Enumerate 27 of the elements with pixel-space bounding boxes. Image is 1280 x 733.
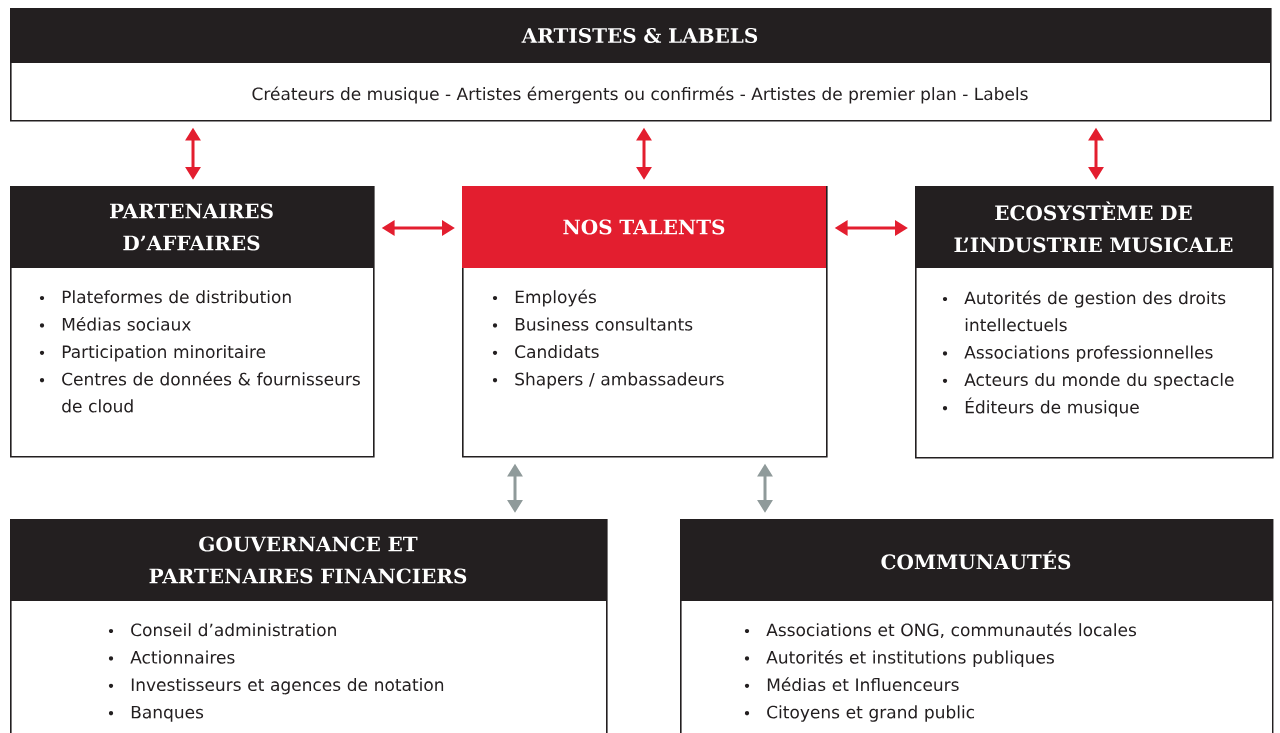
bullet-item: Associations et ONG, communautés locales — [744, 622, 1137, 639]
bullet-item: Business consultants — [492, 317, 693, 331]
header-band: ECOSYSTÈME DE L’INDUSTRIE MUSICALE — [915, 186, 1272, 268]
bullet-item: Conseil d’administration — [108, 623, 336, 637]
header-band: GOUVERNANCE ET PARTENAIRES FINANCIERS — [10, 519, 606, 601]
bullet-item: Participation minoritaire — [39, 344, 266, 362]
bullet-item: Investisseurs et agences de notation — [108, 677, 444, 695]
bullet-item: Employés — [492, 289, 596, 307]
bullet-item: Actionnaires — [108, 650, 235, 664]
bullet-item: Éditeurs de musique — [942, 397, 1139, 417]
header-band: COMMUNAUTÉS — [680, 519, 1272, 601]
bullet-item: Shapers / ambassadeurs — [492, 372, 724, 389]
bullet-item: Candidats — [492, 344, 599, 359]
bullet-item: Acteurs du monde du spectacle — [942, 372, 1234, 390]
subtitle: Créateurs de musique - Artistes émergents ou confirmés - Artistes de premier plan - Labels — [252, 86, 1028, 104]
bullet-item: Banques — [108, 705, 204, 722]
bullet-item: Associations professionnelles — [942, 345, 1213, 362]
bullet-item: Centres de données & fournisseurs de cloud — [39, 371, 360, 413]
bullet-item: Plateformes de distribution — [39, 290, 291, 304]
header-band: PARTENAIRES D’AFFAIRES — [10, 186, 373, 268]
header-band: NOS TALENTS — [462, 186, 826, 268]
bullet-item: Autorités et institutions publiques — [744, 649, 1054, 667]
bullet-item: Médias sociaux — [39, 316, 191, 331]
bullet-item: Citoyens et grand public — [744, 705, 974, 722]
bullet-item: Autorités de gestion des droits intellectuels — [942, 290, 1226, 332]
header-band: ARTISTES & LABELS — [10, 8, 1270, 63]
bullet-item: Médias et Influenceurs — [744, 677, 959, 692]
